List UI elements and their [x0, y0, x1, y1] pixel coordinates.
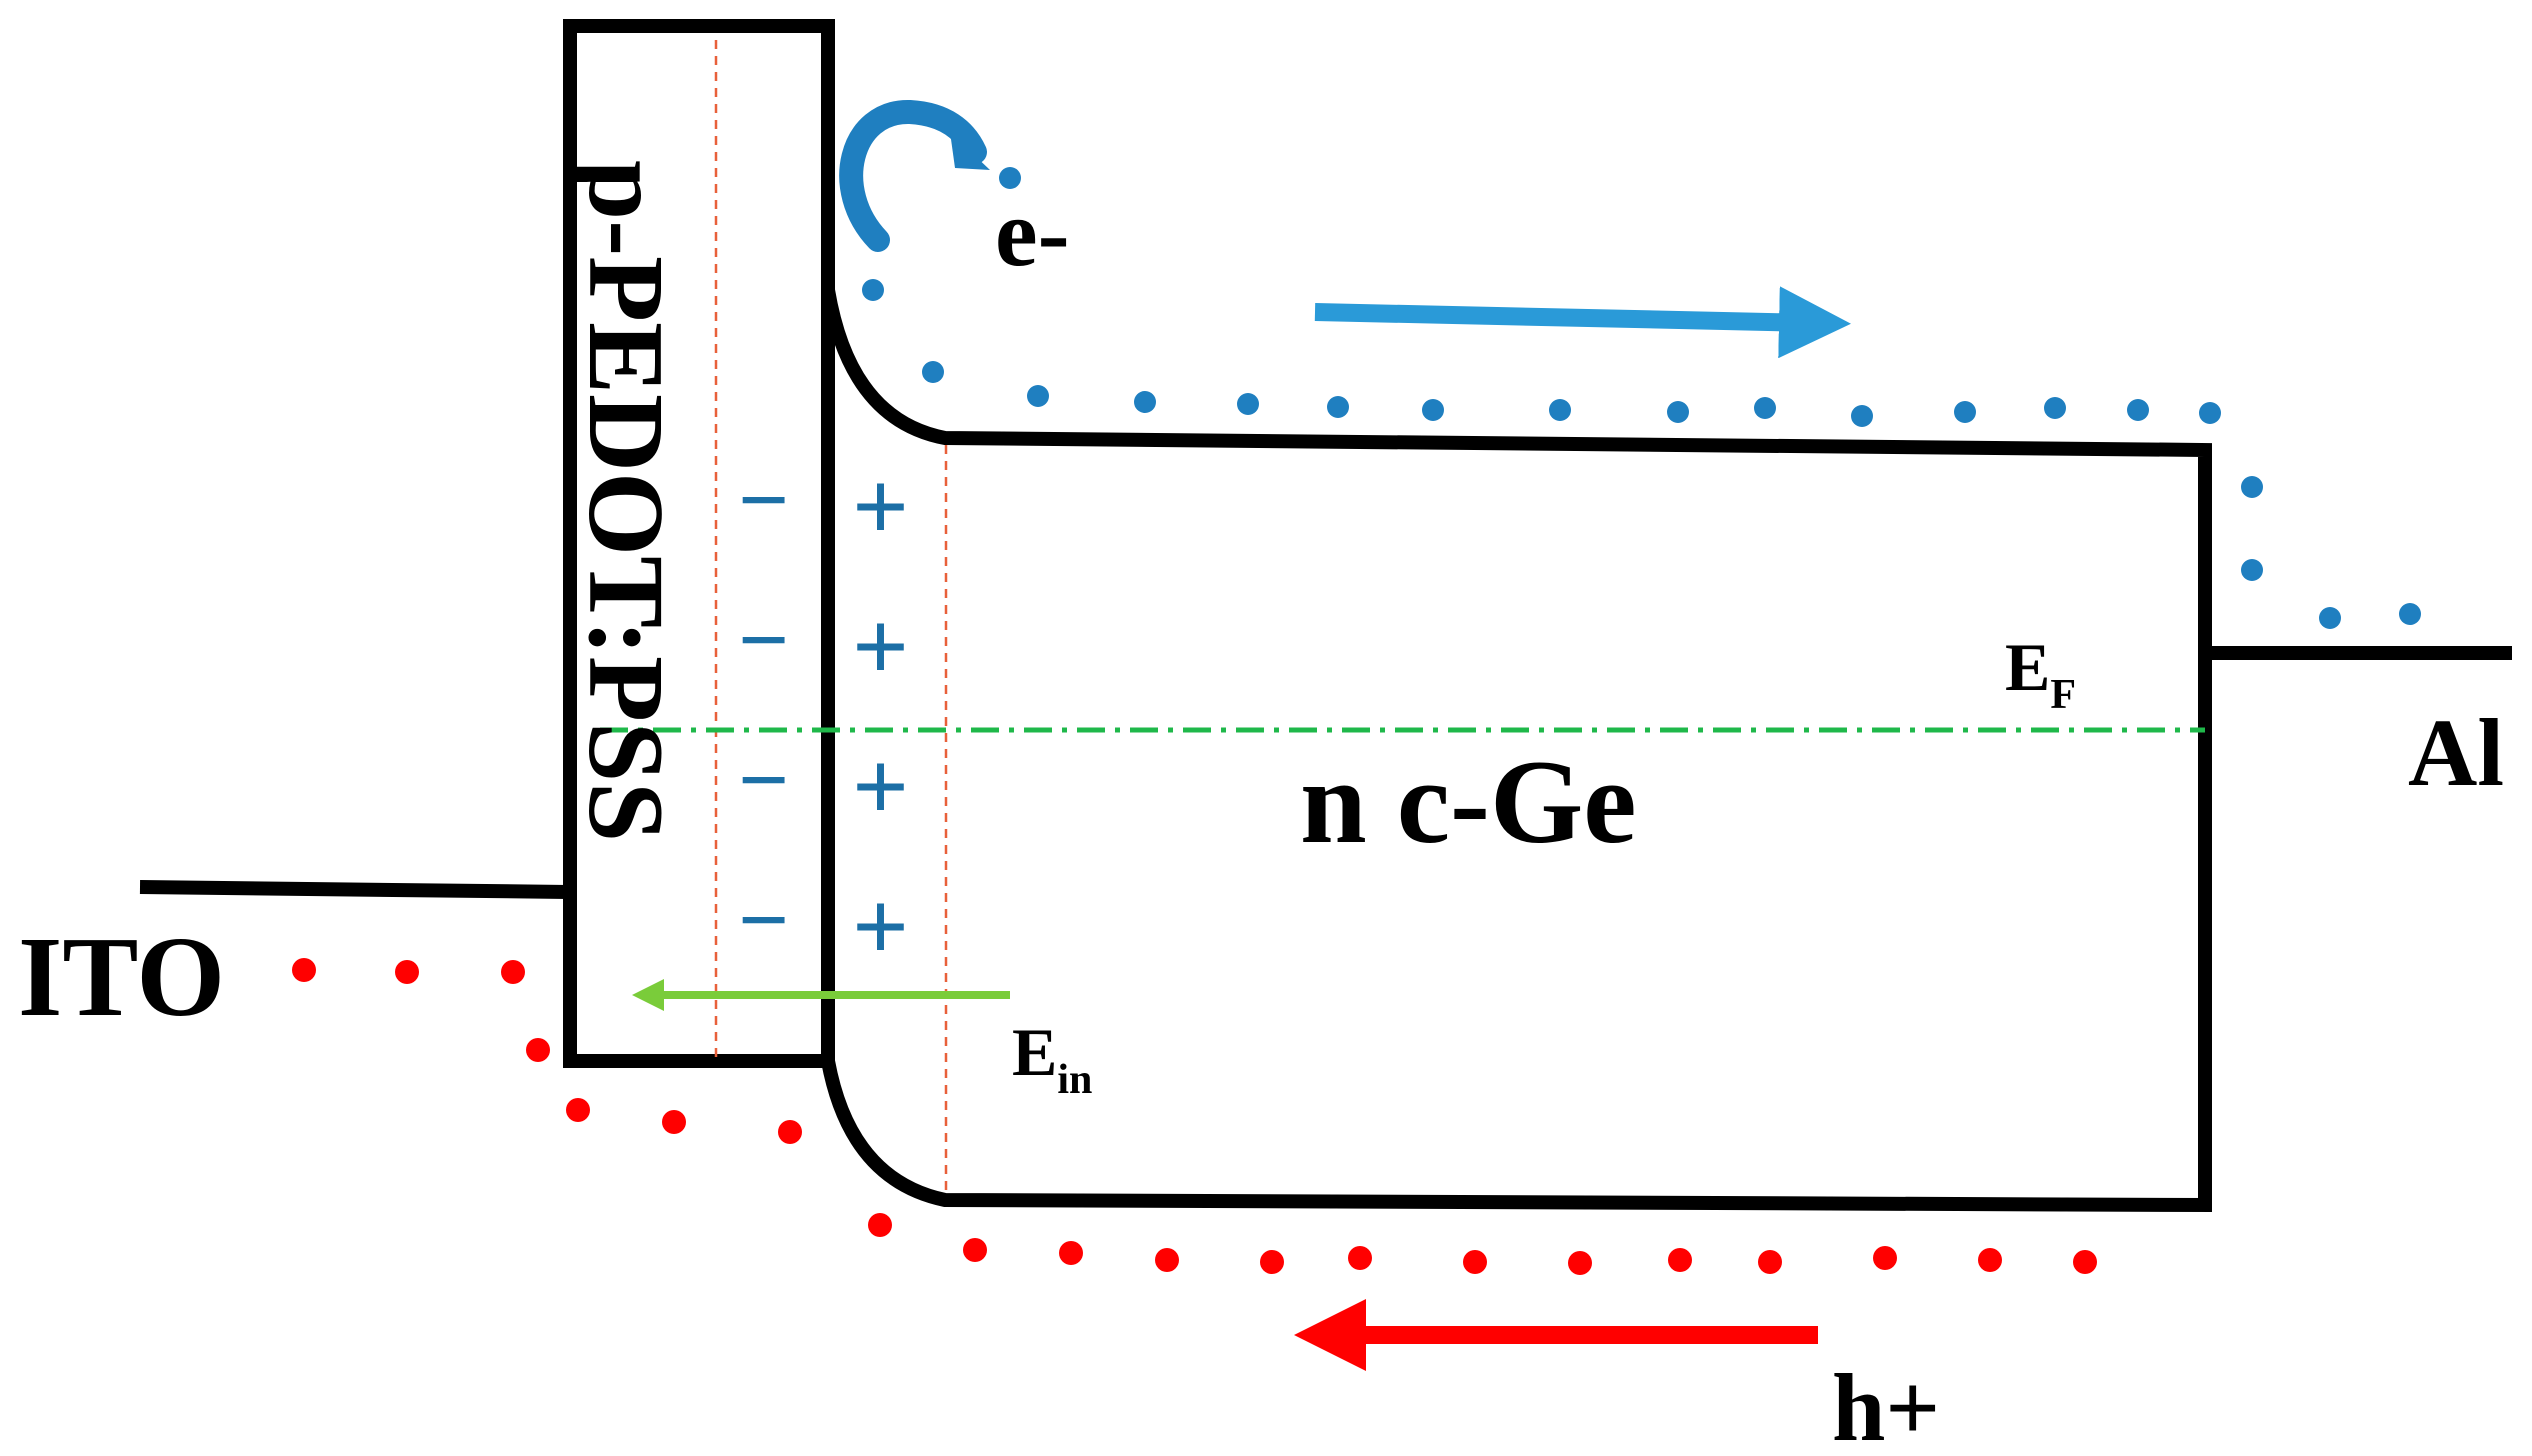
electron-dot	[1327, 396, 1349, 418]
hole-dot	[566, 1098, 590, 1122]
hole-dot	[963, 1238, 987, 1262]
ito-level-line	[139, 880, 569, 899]
negative-charge: −	[738, 871, 789, 970]
hole-dot	[526, 1038, 550, 1062]
negative-charge: −	[738, 591, 789, 690]
electron-dot	[2399, 603, 2421, 625]
electron-dot	[999, 167, 1021, 189]
hole-dot	[1978, 1248, 2002, 1272]
negative-charge: −	[738, 451, 789, 550]
electron-dot	[2044, 397, 2066, 419]
hole-dot	[1463, 1250, 1487, 1274]
positive-charge: +	[852, 871, 909, 982]
negative-charge: −	[738, 731, 789, 830]
electron-dot	[2199, 402, 2221, 424]
hole-dots	[292, 958, 2097, 1275]
electron-dot	[1237, 393, 1259, 415]
electron-dot	[1954, 401, 1976, 423]
electron-dot	[1754, 397, 1776, 419]
hole-label: h+	[1832, 1354, 1940, 1451]
electron-dot	[1422, 399, 1444, 421]
hole-dot	[395, 960, 419, 984]
electron-dots	[862, 167, 2421, 629]
electron-dot	[922, 361, 944, 383]
hole-dot	[1668, 1248, 1692, 1272]
hole-dot	[1873, 1246, 1897, 1270]
pedot-label: p-PEDOT:PSS	[566, 160, 685, 842]
electron-dot	[2319, 607, 2341, 629]
electron-dot	[862, 279, 884, 301]
electron-dot	[2241, 559, 2263, 581]
electron-dot	[1027, 385, 1049, 407]
electron-dot	[2127, 399, 2149, 421]
electron-dot	[1549, 399, 1571, 421]
al-label: Al	[2408, 699, 2504, 806]
electron-dot	[1667, 401, 1689, 423]
electron-dot	[1134, 391, 1156, 413]
depletion-charges: − − − − + + + +	[738, 451, 909, 982]
pedot-layer	[563, 19, 835, 1068]
hole-dot	[1260, 1250, 1284, 1274]
curved-arrow-icon	[839, 100, 990, 252]
fermi-level-label: EF	[2005, 629, 2076, 718]
hole-dot	[2073, 1250, 2097, 1274]
hole-dot	[501, 960, 525, 984]
built-in-field-label: Ein	[1012, 1014, 1092, 1103]
electron-dot	[2241, 476, 2263, 498]
electron-dot	[1851, 405, 1873, 427]
positive-charge: +	[852, 591, 909, 702]
conduction-band-edge	[821, 288, 2212, 1213]
hole-dot	[1059, 1241, 1083, 1265]
hole-dot	[778, 1120, 802, 1144]
ge-label: n c-Ge	[1300, 735, 1637, 868]
hole-dot	[1348, 1246, 1372, 1270]
hole-dot	[868, 1213, 892, 1237]
electron-label: e-	[995, 179, 1070, 286]
positive-charge: +	[852, 451, 909, 562]
positive-charge: +	[852, 731, 909, 842]
hole-dot	[292, 958, 316, 982]
hole-dot	[662, 1110, 686, 1134]
arrow-right-icon	[1314, 286, 1851, 359]
hole-dot	[1155, 1248, 1179, 1272]
ito-label: ITO	[18, 913, 225, 1040]
hole-dot	[1758, 1250, 1782, 1274]
hole-dot	[1568, 1251, 1592, 1275]
